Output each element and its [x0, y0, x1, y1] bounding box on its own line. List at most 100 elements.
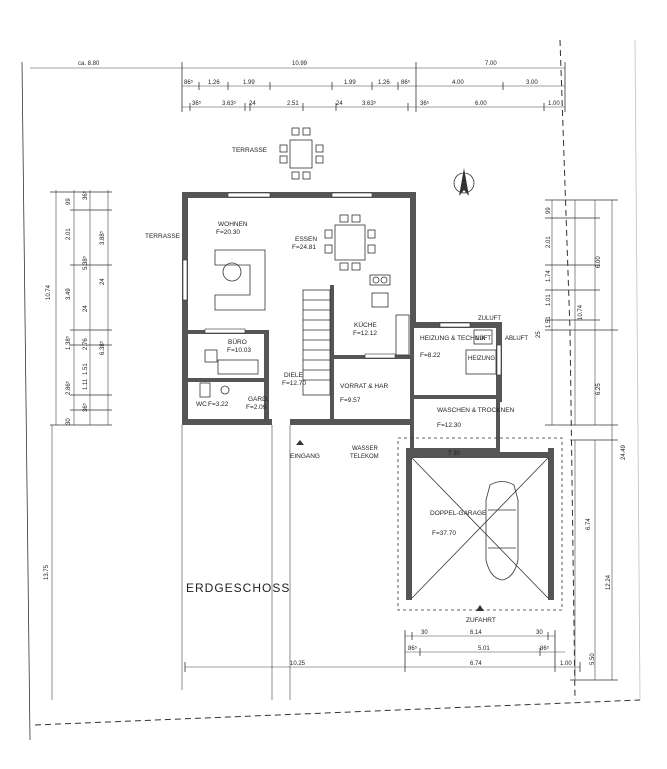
room-wc-area: F=3.22 [208, 401, 229, 408]
room-labels: WOHNEN F=20.30 ESSEN F=24.81 KÜCHE F=12.… [196, 221, 515, 537]
dim-l-14: 30 [66, 418, 72, 425]
dim-l-3: 2.86⁵ [65, 380, 72, 395]
staircase [302, 289, 331, 396]
kitchen-counter [369, 274, 410, 356]
floor-title: ERDGESCHOSS [186, 581, 290, 595]
dim-l-6: 2.76 [83, 338, 89, 350]
room-essen-area: F=24.81 [292, 244, 316, 251]
dim-l-9: 99 [66, 198, 72, 205]
dim-r-3: 1.01 [546, 294, 552, 306]
dim-r-5: 6.00 [596, 256, 602, 268]
dim-top-700: 7.00 [485, 61, 497, 67]
heizung-unit-label: HEIZUNG [468, 356, 495, 362]
dim-r2-3: 1.99 [344, 80, 356, 86]
dim-l-10: 36⁵ [82, 190, 89, 200]
dim-r-11: 12.24 [606, 574, 612, 590]
dim-r-10: 6.74 [586, 518, 592, 530]
eingang-label: EINGANG [290, 453, 320, 460]
room-wc-name: WC [196, 401, 207, 408]
dim-r3-7: 6.00 [475, 101, 487, 107]
dim-r2-5: 86⁵ [401, 79, 411, 86]
dim-r-12: 5.50 [590, 653, 596, 665]
room-wohnen-name: WOHNEN [218, 221, 248, 228]
dim-r-6: 10.74 [578, 304, 584, 320]
room-diele-name: DIELE [284, 372, 303, 379]
dim-r-2: 1.74 [546, 270, 552, 282]
room-buero-name: BÜRO [228, 338, 247, 346]
room-vorrat-name: VORRAT & HAR [340, 383, 388, 390]
dim-r3-5: 3.63⁵ [362, 100, 377, 107]
left-dimensions: 10.74 13.75 2.01 3.49 1.38⁵ 2.86⁵ 5.38⁵ … [44, 190, 112, 700]
room-essen-name: ESSEN [295, 236, 317, 243]
dim-r-9: 24.49 [621, 444, 627, 460]
dim-l-0: 2.01 [66, 228, 72, 240]
dim-r3-0: 36⁵ [192, 100, 202, 107]
dim-r-4: 1.51 [546, 316, 552, 328]
dim-b1-1: 6.14 [470, 630, 482, 636]
room-gard-area: F=2.09 [246, 404, 267, 411]
top-dimensions: ca. 8.80 10.99 7.00 86⁵ 1.26 1.99 1.99 1… [30, 61, 566, 112]
room-kueche-name: KÜCHE [354, 321, 377, 329]
dim-b2-0: 86⁵ [408, 645, 418, 652]
room-heizung-area: F=8.22 [420, 352, 441, 359]
sheet-right-edge [634, 39, 641, 701]
dim-l-2: 1.38⁵ [65, 335, 72, 350]
terrace-table [279, 127, 324, 180]
dim-r-0: 99 [546, 207, 552, 214]
dim-l-1: 3.49 [66, 288, 72, 300]
dim-r3-6: 36⁵ [420, 100, 430, 107]
room-waschen-name: WASCHEN & TROCKNEN [437, 407, 515, 414]
property-line-bottom [34, 699, 641, 726]
dim-r2-2: 1.99 [243, 80, 255, 86]
lueft-label: LÜFT [476, 335, 491, 342]
dim-l-12: 1.11 [83, 378, 89, 390]
desk [204, 349, 259, 375]
dining-table [324, 214, 376, 271]
dim-r2-1: 1.26 [208, 80, 220, 86]
room-garage-name: DOPPEL-GARAGE [430, 510, 487, 517]
dim-r-7: 25 [536, 331, 542, 338]
room-heizung-name: HEIZUNG & TECHNIK [420, 335, 486, 342]
terrasse-top-label: TERRASSE [232, 147, 268, 154]
dim-r3-3: 2.51 [287, 101, 299, 107]
room-kueche-area: F=12.12 [353, 330, 377, 337]
dim-b2-2: 86⁵ [540, 645, 550, 652]
tech-equipment: LÜFT HEIZUNG ZULUFT ABLUFT [465, 316, 528, 375]
dim-top-1099: 10.99 [292, 61, 308, 67]
dim-l-4: 5.38⁵ [82, 255, 89, 270]
right-dimensions: 99 2.01 1.74 1.01 1.51 6.00 10.74 25 6.2… [536, 199, 627, 681]
sheet-left-edge [21, 61, 31, 741]
room-wohnen-area: F=20.30 [216, 229, 240, 236]
dim-b2-1: 5.01 [478, 646, 490, 652]
dim-l-15: 24 [100, 278, 106, 285]
dim-b3-2: 1.00 [560, 661, 572, 667]
garage-t30-label: T 30 [448, 451, 461, 457]
dim-r2-6: 4.00 [452, 80, 464, 86]
entry-arrow-icon [296, 440, 304, 445]
telekom-label: TELEKOM [350, 454, 379, 460]
bottom-dimensions: 30 6.14 30 86⁵ 5.01 86⁵ 10.25 6.74 1.00 [184, 630, 581, 672]
bathroom-fixtures [199, 382, 230, 398]
garage: T 30 [397, 437, 563, 611]
dim-left-1074: 10.74 [46, 284, 52, 300]
room-garage-area: F=37.70 [432, 530, 456, 537]
dim-b3-0: 10.25 [290, 661, 306, 667]
dim-r3-4: 24 [336, 101, 343, 107]
zufahrt-arrow-icon [476, 605, 484, 611]
dim-r2-7: 3.00 [526, 80, 538, 86]
dim-l-8: 6.38⁵ [99, 340, 106, 355]
windows [182, 192, 502, 376]
room-waschen-area: F=12.30 [437, 422, 461, 429]
north-arrow-icon [453, 168, 475, 196]
dim-l-5: 24 [83, 305, 89, 312]
abluft-label: ABLUFT [505, 336, 528, 342]
room-gard-name: GARD. [248, 396, 269, 403]
room-buero-area: F=10.03 [227, 347, 251, 354]
dim-top-ca880: ca. 8.80 [78, 61, 100, 67]
dim-r2-0: 86⁵ [184, 79, 194, 86]
dim-l-11: 1.51 [83, 363, 89, 375]
room-vorrat-area: F=9.57 [340, 397, 361, 404]
dim-b1-2: 30 [536, 630, 543, 636]
dim-r3-2: 24 [249, 101, 256, 107]
